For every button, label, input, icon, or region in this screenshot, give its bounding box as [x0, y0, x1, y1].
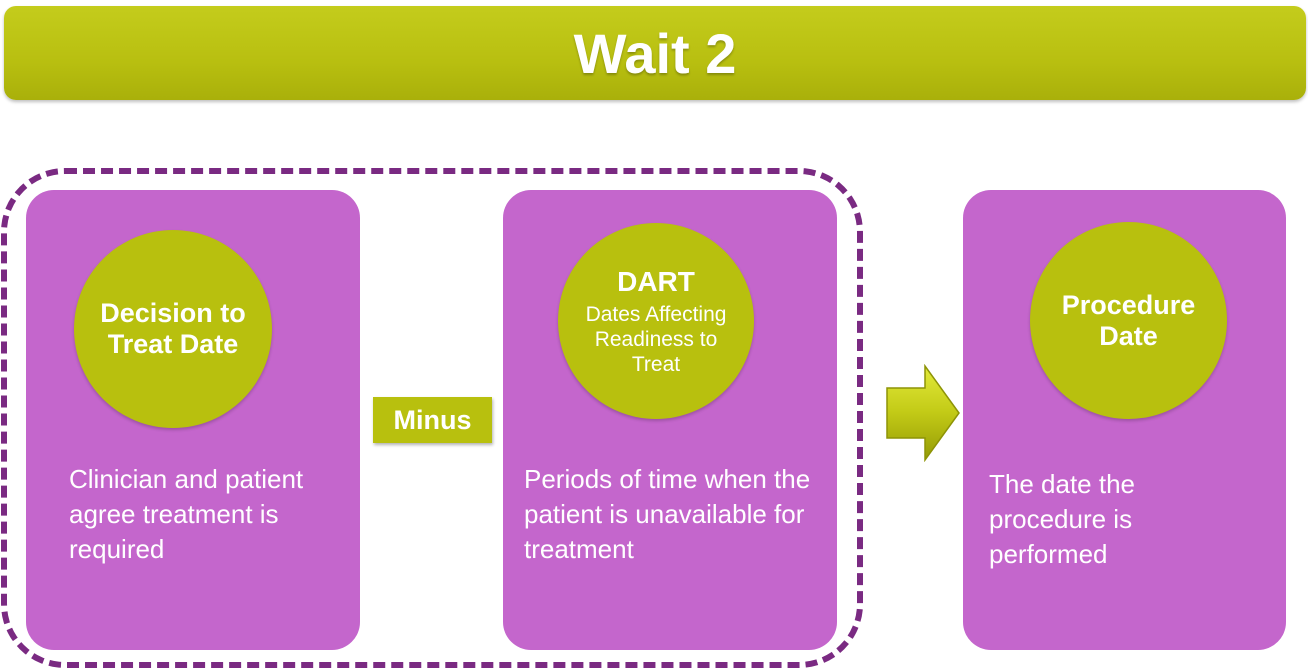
title-banner: Wait 2 — [4, 6, 1306, 100]
procedure-date-circle: Procedure Date — [1030, 222, 1227, 419]
dashed-grouping-outline — [1, 168, 863, 668]
minus-label: Minus — [393, 404, 472, 435]
arrow-right-icon — [886, 364, 960, 462]
procedure-date-description: The date the procedure is performed — [989, 469, 1135, 569]
dart-circle: DART Dates Affecting Readiness to Treat — [558, 223, 754, 419]
dart-title: DART — [617, 265, 695, 297]
decision-to-treat-label: Decision to Treat Date — [100, 298, 246, 359]
procedure-date-label: Procedure Date — [1061, 289, 1196, 351]
minus-operator: Minus — [373, 397, 492, 443]
dart-subtitle: Dates Affecting Readiness to Treat — [585, 302, 727, 376]
decision-to-treat-description: Clinician and patient agree treatment is… — [69, 464, 304, 564]
decision-to-treat-circle: Decision to Treat Date — [74, 230, 272, 428]
dart-description: Periods of time when the patient is unav… — [524, 464, 811, 564]
diagram-title: Wait 2 — [573, 21, 737, 85]
